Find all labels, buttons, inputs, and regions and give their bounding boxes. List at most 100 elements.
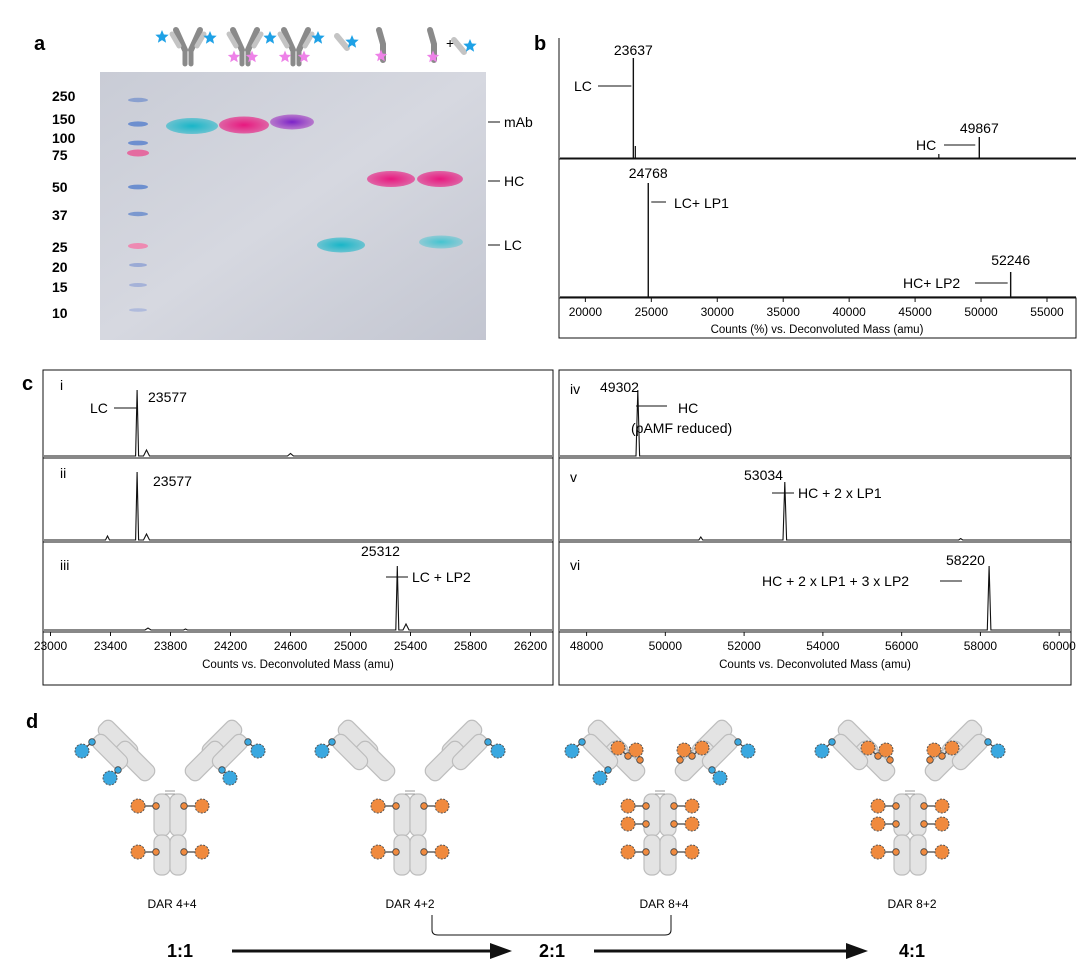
panel-b-axis-box xyxy=(558,297,1077,339)
mw-label-50: 50 xyxy=(52,179,68,195)
panel-c-left-frame xyxy=(42,369,554,686)
mw-label-100: 100 xyxy=(52,130,76,146)
arrow-1-head xyxy=(490,943,512,959)
ratio-2-1: 2:1 xyxy=(539,941,565,961)
c-ii-mass: 23577 xyxy=(153,473,192,489)
payload-orange-fc-right-0 xyxy=(920,798,950,814)
lane3-star-right-icon xyxy=(311,31,325,44)
b-tick-label-40000: 40000 xyxy=(832,305,866,319)
dar-label-4: DAR 8+2 xyxy=(887,897,936,911)
trace-label-i: i xyxy=(60,377,63,393)
c-left-tick-label-23800: 23800 xyxy=(154,639,188,653)
payload-orange-fab-1 xyxy=(860,740,882,760)
payload-orange-fc-left-0 xyxy=(370,798,400,814)
payload-orange-fc-left-0 xyxy=(620,798,650,814)
payload-orange-fc-right-1 xyxy=(420,844,450,860)
payload-orange-fc-right-1 xyxy=(670,816,700,832)
adc-schematic-4 xyxy=(814,719,1006,876)
panel-c-right-frame xyxy=(558,369,1072,686)
band-lc-lane4 xyxy=(317,237,365,253)
lane3-antibody-icon xyxy=(277,27,315,67)
c-left-tick-label-23000: 23000 xyxy=(34,639,68,653)
band-mab-lane3 xyxy=(270,114,314,130)
payload-orange-fc-left-0 xyxy=(130,798,160,814)
mw-label-37: 37 xyxy=(52,207,68,223)
band-label-lc: LC xyxy=(504,237,522,253)
band-hc-lane5 xyxy=(367,171,415,187)
dar-label-3: DAR 8+4 xyxy=(639,897,688,911)
c-right-tick-label-50000: 50000 xyxy=(649,639,683,653)
payload-orange-fc-left-1 xyxy=(130,844,160,860)
lane1-antibody-icon xyxy=(169,27,207,67)
dar-label-2: DAR 4+2 xyxy=(385,897,434,911)
panel-label-b: b xyxy=(534,33,546,55)
c-iii-mass: 25312 xyxy=(361,543,400,559)
mw-label-10: 10 xyxy=(52,305,68,321)
mw-label-20: 20 xyxy=(52,259,68,275)
payload-orange-fc-left-0 xyxy=(870,798,900,814)
bracket-connector xyxy=(431,915,672,936)
fc-left-ch2 xyxy=(893,793,911,837)
lc-right xyxy=(951,733,989,771)
c-left-tick-label-26200: 26200 xyxy=(514,639,548,653)
mw-label-15: 15 xyxy=(52,279,68,295)
c-iii-label: LC + LP2 xyxy=(412,569,471,585)
fc-right-ch2 xyxy=(169,793,187,837)
c-left-tick-label-24200: 24200 xyxy=(214,639,248,653)
fab-inner-right xyxy=(424,740,466,782)
plus-sign: + xyxy=(446,35,454,51)
b-top-lc-label: LC xyxy=(574,78,592,94)
trace-v xyxy=(560,481,1070,541)
payload-blue-3 xyxy=(244,738,266,759)
mw-label-25: 25 xyxy=(52,239,68,255)
payload-orange-fc-right-0 xyxy=(670,798,700,814)
c-right-tick-label-48000: 48000 xyxy=(570,639,604,653)
fc-right-ch2 xyxy=(409,793,427,837)
adc-schematics xyxy=(74,719,1006,876)
payload-orange-fc-left-2 xyxy=(870,844,900,860)
band-mab-lane2 xyxy=(219,116,269,134)
b-tick-label-55000: 55000 xyxy=(1030,305,1064,319)
trace-label-ii: ii xyxy=(60,465,66,481)
c-iv-sublabel: (pAMF reduced) xyxy=(631,420,732,436)
c-i-mass: 23577 xyxy=(148,389,187,405)
fab-inner-right xyxy=(184,740,226,782)
fab-inner-left xyxy=(354,740,396,782)
fc-left-ch2 xyxy=(393,793,411,837)
payload-orange-fc-right-0 xyxy=(180,798,210,814)
b-tick-label-30000: 30000 xyxy=(701,305,735,319)
payload-orange-fc-right-1 xyxy=(920,816,950,832)
lc-left xyxy=(581,733,619,771)
b-tick-label-35000: 35000 xyxy=(767,305,801,319)
trace-vi xyxy=(560,565,1070,631)
payload-blue-1 xyxy=(814,738,836,759)
panel-c-left-xlabel: Counts vs. Deconvoluted Mass (amu) xyxy=(202,659,394,671)
band-label-hc: HC xyxy=(504,173,524,189)
c-left-tick-label-23400: 23400 xyxy=(94,639,128,653)
c-vi-label: HC + 2 x LP1 + 3 x LP2 xyxy=(762,573,909,589)
payload-orange-fc-right-2 xyxy=(670,844,700,860)
b-bottom-lc-mass: 24768 xyxy=(629,165,668,181)
trace-label-iii: iii xyxy=(60,557,69,573)
lane2-star-left-icon xyxy=(227,50,241,63)
c-right-tick-label-60000: 60000 xyxy=(1042,639,1076,653)
lc-left xyxy=(91,733,129,771)
lane6-lc-icon xyxy=(451,37,467,55)
band-mab-lane1 xyxy=(166,118,218,134)
fab-inner-left xyxy=(114,740,156,782)
panel-label-d: d xyxy=(26,711,38,733)
adc-schematic-3 xyxy=(564,719,756,876)
ladder-band-37 xyxy=(128,211,148,217)
c-right-tick-label-58000: 58000 xyxy=(964,639,998,653)
payload-orange-fab-2 xyxy=(878,742,894,764)
payload-orange-fab-4 xyxy=(938,740,960,760)
lane6-lc-star-icon xyxy=(463,39,477,52)
band-label-mab: mAb xyxy=(504,114,533,130)
c-v-label: HC + 2 x LP1 xyxy=(798,485,882,501)
c-left-tick-label-25000: 25000 xyxy=(334,639,368,653)
lane6-star-icon xyxy=(426,50,440,63)
lane4-star-icon xyxy=(345,35,359,48)
